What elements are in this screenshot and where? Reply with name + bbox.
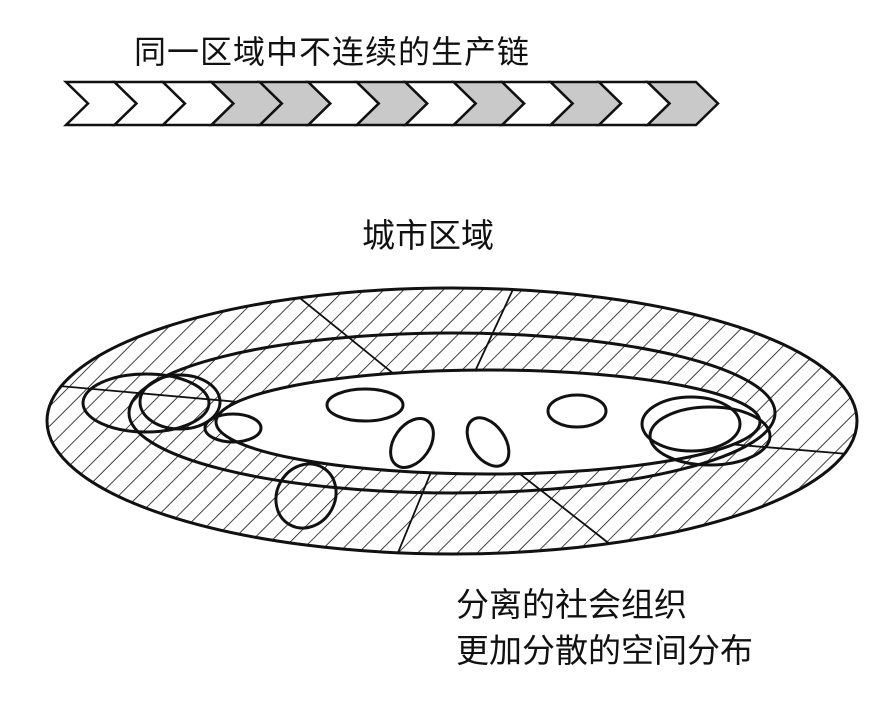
city-region bbox=[45, 286, 859, 556]
cluster-east bbox=[640, 395, 742, 453]
inner-core-ellipse bbox=[214, 368, 762, 476]
cluster-center-top bbox=[325, 387, 405, 423]
inner-ring-ellipse bbox=[127, 331, 777, 495]
note-separated-organization: 分离的社会组织 bbox=[456, 585, 687, 624]
cluster-west bbox=[81, 372, 211, 434]
cluster-west-overlap bbox=[138, 373, 222, 431]
chain-segment-13 bbox=[644, 80, 720, 127]
cluster-south bbox=[274, 462, 338, 530]
cluster-east-inner bbox=[546, 393, 608, 429]
note-dispersed-distribution: 更加分散的空间分布 bbox=[456, 631, 753, 670]
cluster-center-right bbox=[465, 416, 511, 468]
region-notes: 分离的社会组织 更加分散的空间分布 bbox=[456, 582, 753, 674]
production-chain-title: 同一区域中不连续的生产链 bbox=[134, 33, 531, 71]
cluster-center-left bbox=[389, 417, 435, 469]
city-region-title: 城市区域 bbox=[362, 216, 494, 255]
cluster-west-inner bbox=[203, 412, 263, 444]
dispersed-clusters bbox=[81, 372, 772, 530]
cluster-east-overlap bbox=[648, 405, 772, 467]
production-chain bbox=[62, 80, 720, 127]
